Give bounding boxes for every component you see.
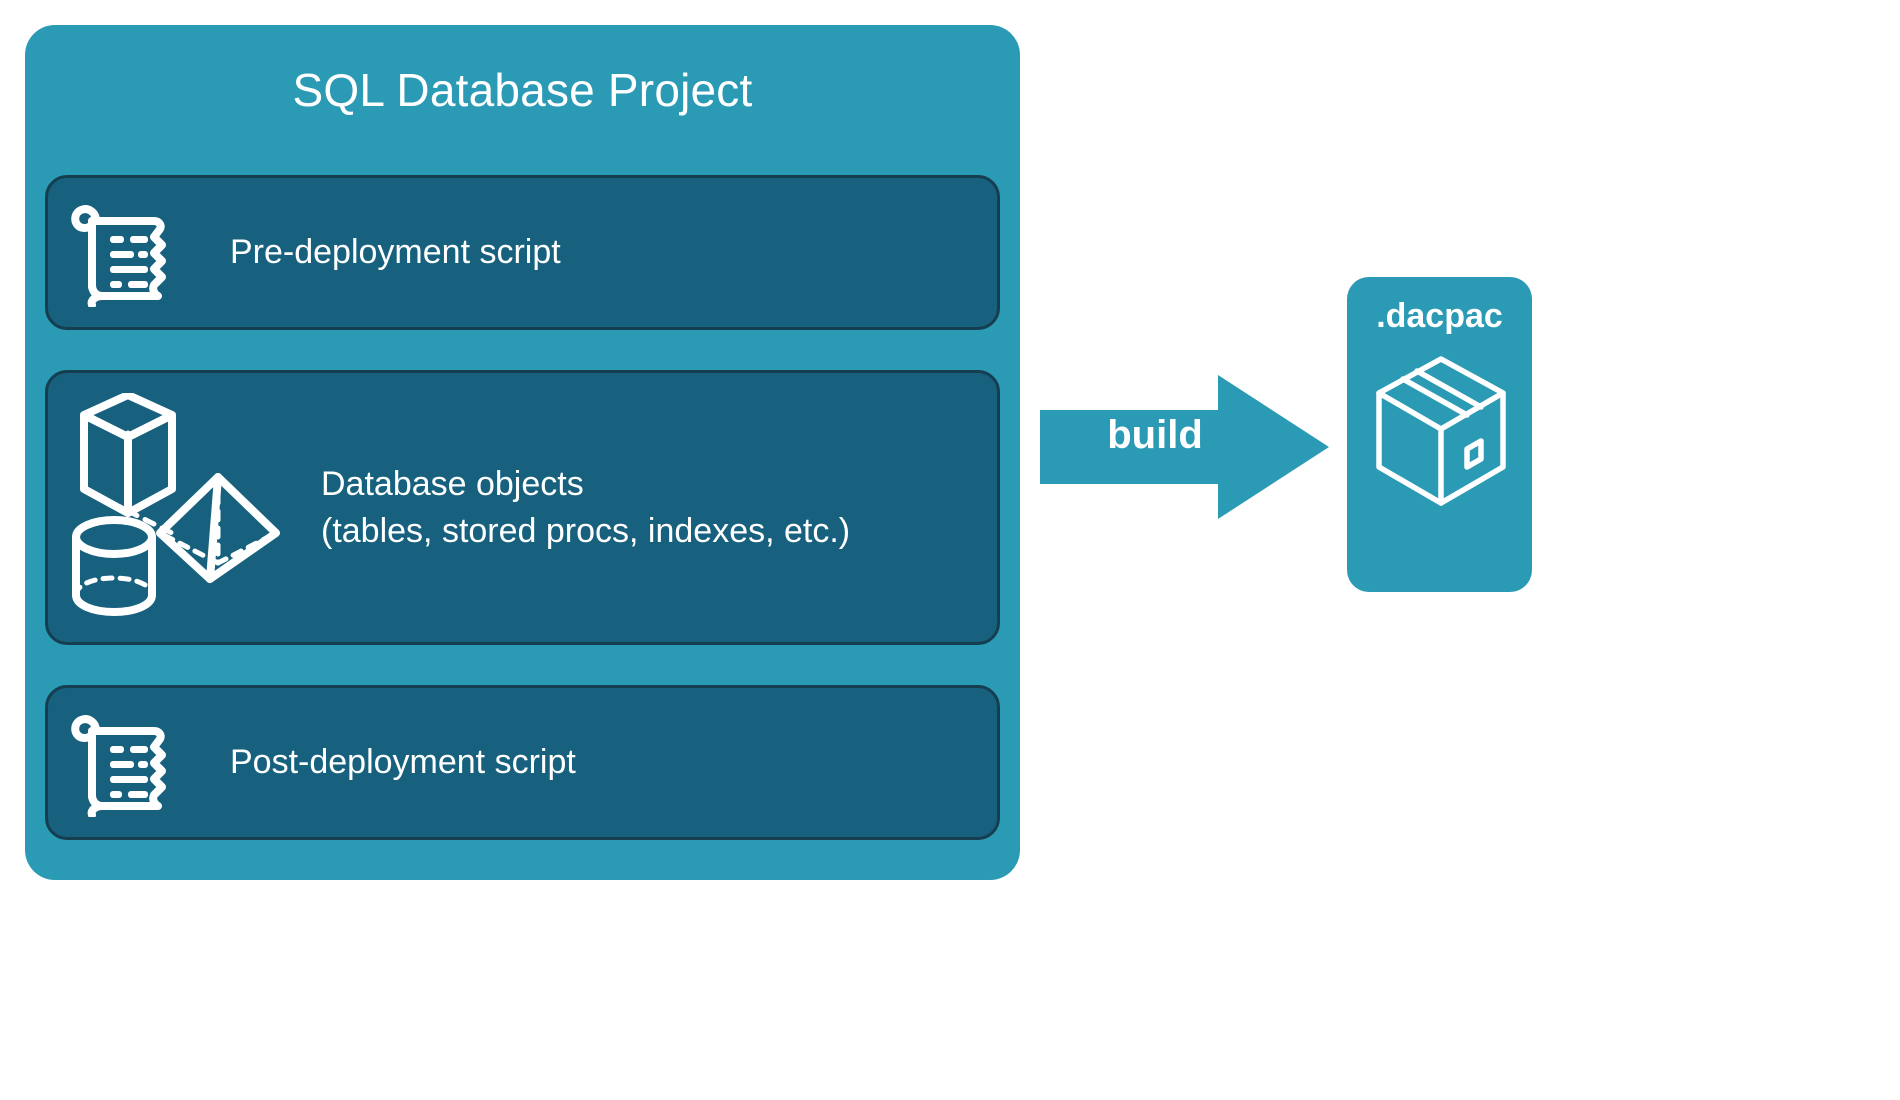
- build-arrow-icon: [1040, 372, 1330, 522]
- item-database-objects[interactable]: Database objects (tables, stored procs, …: [45, 370, 1000, 645]
- sql-database-project-card: SQL Database Project: [25, 25, 1020, 880]
- scroll-icon: [66, 199, 176, 307]
- cylinder-shape: [72, 515, 156, 616]
- shapes-icon: [66, 392, 281, 623]
- package-box-icon: [1375, 355, 1507, 507]
- item-post-deployment-script[interactable]: Post-deployment script: [45, 685, 1000, 840]
- page-title: SQL Database Project: [292, 64, 753, 116]
- item-pre-deployment-script[interactable]: Pre-deployment script: [45, 175, 1000, 330]
- cube-shape: [80, 392, 176, 535]
- item-label-database-objects: Database objects (tables, stored procs, …: [321, 464, 851, 550]
- item-label-pre-deployment: Pre-deployment script: [230, 233, 561, 272]
- dacpac-output-card: .dacpac: [1347, 277, 1532, 592]
- scroll-icon: [66, 709, 176, 817]
- pyramid-shape: [156, 472, 280, 583]
- dacpac-title: .dacpac: [1376, 297, 1503, 335]
- item-label-post-deployment: Post-deployment script: [230, 743, 576, 782]
